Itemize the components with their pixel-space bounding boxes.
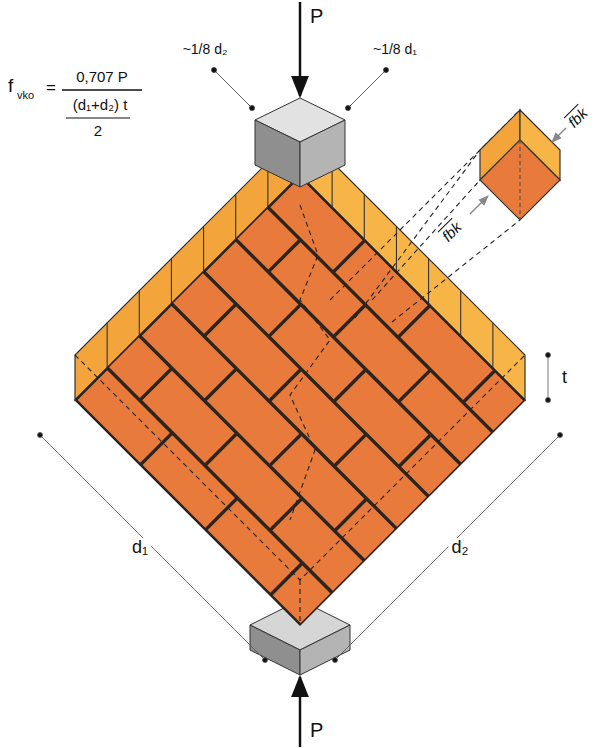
head-joint bbox=[203, 226, 204, 271]
formula-numerator: 0,707 P bbox=[76, 69, 128, 86]
head-joint bbox=[492, 323, 493, 368]
brick bbox=[272, 501, 364, 593]
formula-equals: = bbox=[46, 79, 56, 98]
formula-denominator: (d₁+d₂) t bbox=[73, 97, 128, 114]
fraction-bar bbox=[62, 89, 142, 90]
brick bbox=[272, 372, 364, 464]
brick bbox=[337, 437, 429, 529]
head-joint bbox=[171, 259, 172, 304]
brick bbox=[207, 371, 299, 463]
dimension-label: d₂ bbox=[449, 538, 472, 558]
head-joint bbox=[428, 259, 429, 304]
brick bbox=[142, 371, 234, 463]
stress-arrow bbox=[552, 128, 566, 142]
thickness-label: t bbox=[562, 368, 567, 388]
formula-subscript: vko bbox=[17, 89, 34, 101]
head-joint bbox=[139, 291, 140, 336]
load-arrow bbox=[299, 677, 302, 747]
brick bbox=[207, 436, 299, 528]
stress-label: fbk bbox=[565, 105, 591, 131]
top-plate bbox=[255, 98, 345, 187]
load-label: P bbox=[310, 5, 323, 27]
head-joint bbox=[364, 194, 365, 239]
head-joint bbox=[460, 291, 461, 336]
plate-width-label: ~1/8 d₁ bbox=[373, 42, 417, 57]
dimension-line bbox=[38, 353, 563, 663]
brick bbox=[272, 436, 364, 528]
stress-label: fbk bbox=[439, 219, 465, 245]
plate-width-marker bbox=[212, 68, 389, 111]
stress-arrow bbox=[470, 196, 488, 214]
head-joint bbox=[107, 323, 108, 368]
brick bbox=[271, 307, 363, 399]
dimension-label: d₁ bbox=[129, 538, 151, 558]
load-arrow bbox=[299, 2, 302, 96]
brick bbox=[271, 242, 363, 334]
plate-width-label: ~1/8 d₂ bbox=[183, 42, 228, 57]
load-label: P bbox=[310, 719, 323, 741]
formula-symbol: f bbox=[8, 76, 13, 97]
unit-prism bbox=[480, 110, 560, 220]
brick-face bbox=[44, 144, 559, 659]
brick bbox=[336, 372, 428, 464]
brick bbox=[206, 306, 298, 398]
fraction-bar bbox=[66, 117, 130, 118]
brick bbox=[401, 372, 493, 464]
hidden-lines bbox=[75, 110, 525, 625]
brick bbox=[336, 307, 428, 399]
formula-divisor: 2 bbox=[94, 123, 102, 140]
head-joint bbox=[235, 194, 236, 239]
